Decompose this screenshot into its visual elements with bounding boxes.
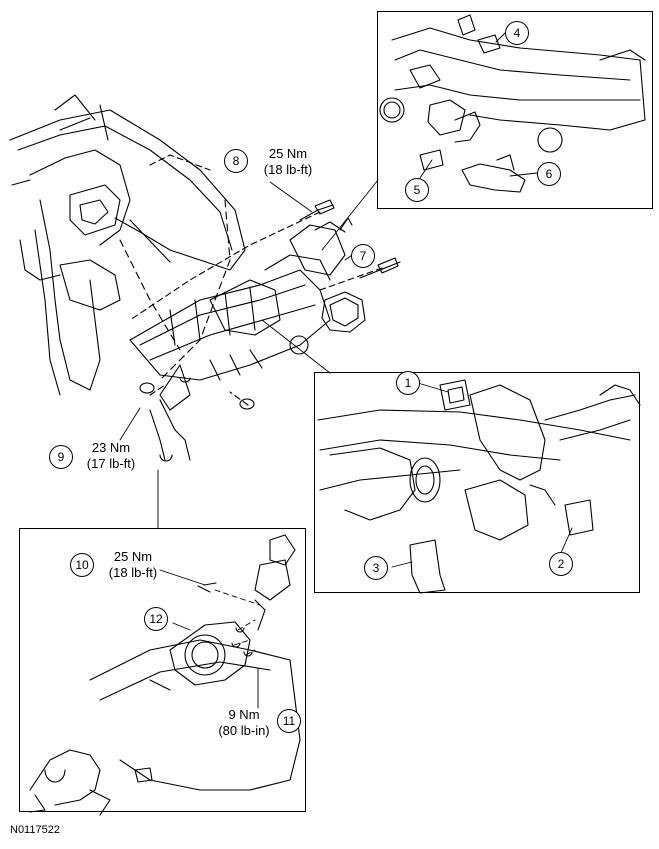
callout-6: 6	[537, 162, 561, 186]
callout-11: 11	[277, 709, 301, 733]
inset-column-switches-drawing	[317, 379, 641, 594]
inset-steering-gear-drawing	[29, 534, 301, 816]
torque-8-nm: 25 Nm	[268, 146, 308, 161]
callout-3: 3	[364, 556, 388, 580]
torque-9-nm: 23 Nm	[91, 440, 131, 455]
torque-label-10: 25 Nm (18 lb-ft)	[98, 549, 168, 581]
callout-10: 10	[70, 553, 94, 577]
inset-bottom-dashed	[214, 589, 261, 656]
inset-right-leaders	[391, 382, 573, 568]
alignment-dashed-lines	[129, 211, 383, 406]
callout-2: 2	[549, 552, 573, 576]
torque-11-imperial: (80 lb-in)	[218, 723, 270, 738]
torque-10-imperial: (18 lb-ft)	[108, 565, 158, 580]
torque-label-8: 25 Nm (18 lb-ft)	[253, 146, 323, 178]
inset-frame-column-switches	[314, 372, 640, 593]
steering-column-drawing	[129, 217, 366, 462]
torque-label-9: 23 Nm (17 lb-ft)	[76, 440, 146, 472]
inset-top-leaders	[419, 32, 538, 179]
torque-11-nm: 9 Nm	[228, 707, 260, 722]
callout-4: 4	[505, 21, 529, 45]
callout-5: 5	[405, 178, 429, 202]
torque-10-nm: 25 Nm	[113, 549, 153, 564]
cross-car-beam-drawing	[9, 94, 246, 396]
leader-lines	[119, 179, 379, 529]
inset-frame-switch-assembly	[377, 11, 653, 209]
inset-switch-assembly-drawing	[379, 14, 646, 193]
figure-id: N0117522	[10, 824, 60, 836]
inset-bottom-leaders	[159, 569, 259, 709]
torque-9-imperial: (17 lb-ft)	[86, 456, 136, 471]
callout-12: 12	[144, 607, 168, 631]
inset-frame-steering-gear	[19, 528, 306, 812]
callout-9: 9	[49, 445, 73, 469]
torque-8-imperial: (18 lb-ft)	[263, 162, 313, 177]
torque-label-11: 9 Nm (80 lb-in)	[212, 707, 276, 739]
callout-7: 7	[351, 244, 375, 268]
callout-8: 8	[224, 149, 248, 173]
callout-1: 1	[396, 371, 420, 395]
column-fasteners	[139, 199, 401, 410]
